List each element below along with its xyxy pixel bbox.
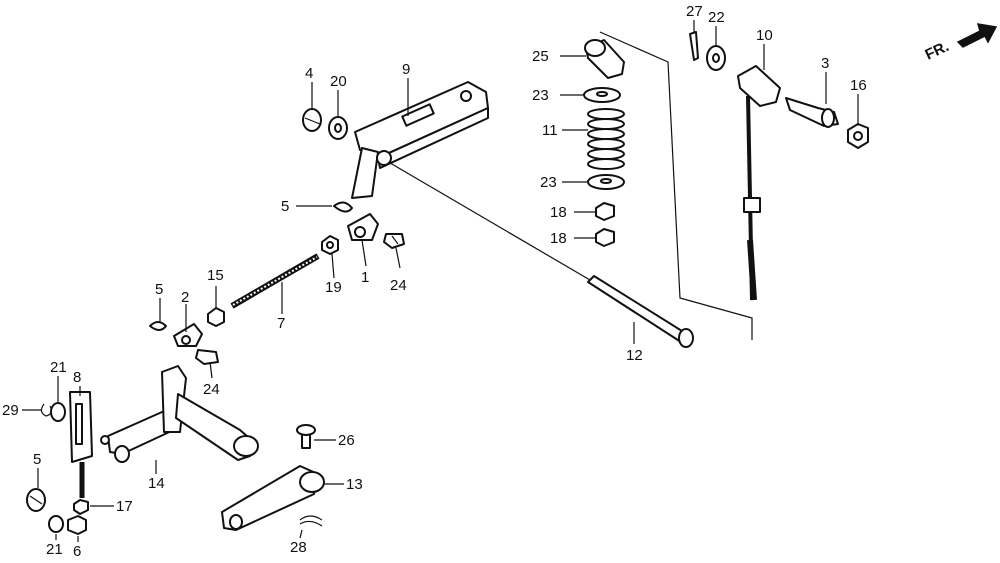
callout-20: 20 xyxy=(330,73,347,90)
part-25-collar xyxy=(584,39,625,79)
callout-5-upper: 5 xyxy=(281,198,289,215)
callout-18-lower: 18 xyxy=(550,230,567,247)
callout-4: 4 xyxy=(305,65,313,82)
callout-15: 15 xyxy=(207,267,224,284)
part-11-spring xyxy=(587,108,625,170)
part-18-nut-lower xyxy=(595,228,615,247)
callout-2: 2 xyxy=(181,289,189,306)
part-10-rod xyxy=(737,65,781,301)
callout-14: 14 xyxy=(148,475,165,492)
part-24-pin-upper xyxy=(383,233,405,249)
part-22-washer xyxy=(706,45,726,71)
assembly-guide-lines xyxy=(384,31,753,340)
callout-23-upper: 23 xyxy=(532,87,549,104)
callout-25: 25 xyxy=(532,48,549,65)
callout-29: 29 xyxy=(2,402,19,419)
leader-lines xyxy=(22,20,859,542)
part-4-pin-clip xyxy=(302,108,322,132)
part-28-clip xyxy=(299,515,323,527)
callout-6: 6 xyxy=(73,543,81,560)
callout-5-middle: 5 xyxy=(155,281,163,298)
callout-17: 17 xyxy=(116,498,133,515)
callout-23-lower: 23 xyxy=(540,174,557,191)
part-12-shaft xyxy=(587,275,694,348)
front-arrow-icon xyxy=(956,23,998,48)
callout-27: 27 xyxy=(686,3,703,20)
callout-13: 13 xyxy=(346,476,363,493)
part-23-washer-upper xyxy=(583,87,621,103)
part-27-cotter-pin xyxy=(689,31,699,61)
callout-labels: 4 20 9 5 1 24 19 7 15 5 2 24 25 23 11 23… xyxy=(2,3,867,560)
part-5-clip-upper xyxy=(333,201,353,213)
part-1-clevis xyxy=(347,213,379,241)
part-15-nut xyxy=(207,307,225,327)
part-13-link-bar xyxy=(221,465,325,531)
callout-9: 9 xyxy=(402,61,410,78)
part-2-clevis xyxy=(173,323,203,347)
part-21-washer-upper xyxy=(50,402,66,422)
part-26-pin xyxy=(296,424,316,449)
part-8-adjuster-link xyxy=(69,391,93,498)
callout-11: 11 xyxy=(542,122,558,139)
callout-18-upper: 18 xyxy=(550,204,567,221)
callout-21-lower: 21 xyxy=(46,541,63,558)
callout-26: 26 xyxy=(338,432,355,449)
callout-16: 16 xyxy=(850,77,867,94)
front-direction-indicator: FR. xyxy=(923,23,998,64)
callout-28: 28 xyxy=(290,539,307,556)
callout-5-lower: 5 xyxy=(33,451,41,468)
part-24-pin-lower xyxy=(195,349,219,365)
callout-8: 8 xyxy=(73,369,81,386)
part-17-nut xyxy=(73,499,89,515)
callout-1: 1 xyxy=(361,269,369,286)
part-7-threaded-rod xyxy=(230,253,320,309)
callout-7: 7 xyxy=(277,315,285,332)
part-16-nut xyxy=(847,123,869,149)
callout-10: 10 xyxy=(756,27,773,44)
part-6-bolt xyxy=(67,515,87,535)
callout-21-upper: 21 xyxy=(50,359,67,376)
part-5-clip-middle xyxy=(149,321,167,331)
part-18-nut-upper xyxy=(595,202,615,221)
callout-19: 19 xyxy=(325,279,342,296)
part-3-shoulder-bolt xyxy=(785,97,839,128)
part-23-washer-lower xyxy=(587,174,625,190)
callout-12: 12 xyxy=(626,347,643,364)
part-29-spring-clip xyxy=(40,403,52,417)
callout-3: 3 xyxy=(821,55,829,72)
part-20-washer xyxy=(328,116,348,140)
part-9-arm-bracket xyxy=(351,81,489,199)
part-21-washer-lower xyxy=(48,515,64,533)
callout-24-upper: 24 xyxy=(390,277,407,294)
front-direction-label: FR. xyxy=(923,38,952,64)
part-5-clip-lower xyxy=(26,488,46,512)
callout-22: 22 xyxy=(708,9,725,26)
part-19-nut xyxy=(321,235,339,255)
part-14-lever-arm xyxy=(100,365,259,463)
callout-24-lower: 24 xyxy=(203,381,220,398)
